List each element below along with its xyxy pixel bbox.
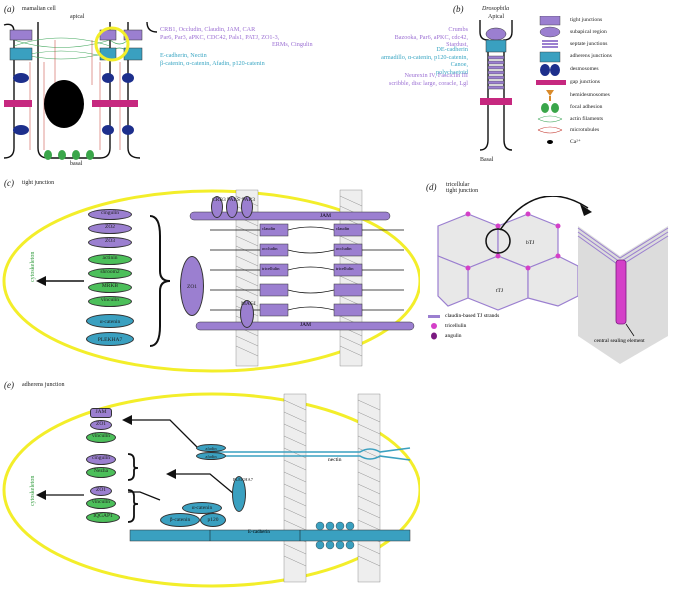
panel-e-cytoskeleton: cytoskeleton xyxy=(30,475,36,506)
nectin-label: nectin xyxy=(328,457,342,463)
legend-desmosomes: desmosomes xyxy=(570,66,599,72)
e-oval-zo1: ZO1 xyxy=(90,420,112,430)
panel-b-apical: Apical xyxy=(488,14,504,20)
panel-b-basal: Basal xyxy=(480,157,494,163)
panel-c-title: tight junction xyxy=(22,180,55,186)
oval-plekha7: PLEKHA7 xyxy=(86,332,134,346)
legend-hemidesmosomes: hemidesmosomes xyxy=(570,92,610,98)
legend-microtubules: microtubules xyxy=(570,127,600,133)
basal-label: basal xyxy=(70,161,83,167)
oval-zo1: ZO1 xyxy=(180,256,204,316)
ttj-label: tTJ xyxy=(496,288,504,294)
legend-actin: actin filaments xyxy=(570,116,604,122)
panel-b-label: (b) xyxy=(453,4,464,14)
legend-adherens: adherens junctions xyxy=(570,53,612,59)
apical-label: apical xyxy=(70,14,85,20)
jam-top-label: JAM xyxy=(320,213,332,219)
legend-calcium: Ca²⁺ xyxy=(570,139,581,145)
oval-zo3: ZO3 xyxy=(88,237,132,248)
legend-septate: septate junctions xyxy=(570,41,608,47)
oval-par3: PAR3 xyxy=(241,196,255,218)
oval-mrkb: MRKB xyxy=(88,282,132,293)
oval-crb3: CRB3 xyxy=(211,196,226,218)
tricellular-junction-diagram xyxy=(428,196,669,364)
e-oval-iqgap1: IQGAP1 xyxy=(86,512,120,523)
oval-cingulin: cingulin xyxy=(88,209,132,220)
legend-symbols xyxy=(536,16,566,144)
oval-alpha-catenin: α-catenin xyxy=(86,314,134,328)
mammalian-cell-diagram xyxy=(3,21,158,160)
legend-claudin-strands: claudin-based TJ strands xyxy=(445,313,500,319)
oval-shroom2: shroom2 xyxy=(88,268,132,279)
afadin-2: afadin xyxy=(196,452,226,460)
e-oval-jam: JAM xyxy=(90,408,112,418)
e-oval-vinculin-b: vinculin xyxy=(86,498,116,509)
beta-catenin-oval: β-catenin xyxy=(160,513,200,527)
panel-a-label: (a) xyxy=(4,4,15,14)
plekha7-oval: PLEKHA7 xyxy=(232,476,253,512)
p120-oval: p120 xyxy=(200,513,226,527)
oval-vinculin: vinculin xyxy=(88,296,132,307)
panel-d-label: (d) xyxy=(426,182,437,192)
afadin-1: afadin xyxy=(196,444,226,452)
e-cadherin-label: E-cadherin xyxy=(248,530,270,535)
panel-e-title: adherens junction xyxy=(22,382,65,388)
panel-b-title: Drosophila xyxy=(482,6,510,12)
e-oval-zo1-b: ZO1 xyxy=(90,486,112,496)
alpha-catenin-oval: α-catenin xyxy=(182,502,222,514)
legend-gap: gap junctions xyxy=(570,79,600,85)
btj-label: bTJ xyxy=(526,240,535,246)
legend-tricellulin: tricellulin xyxy=(445,323,467,329)
panel-c-label: (c) xyxy=(4,178,14,188)
oval-zo2: ZO2 xyxy=(88,223,132,234)
drosophila-cell-diagram xyxy=(479,20,513,151)
central-sealing-label: central sealing element xyxy=(594,338,645,344)
panel-e-label: (e) xyxy=(4,380,14,390)
legend-subapical: subapical region xyxy=(570,29,607,35)
oval-magi: MAGI xyxy=(240,300,256,328)
legend-focal-adhesion: focal adhesion xyxy=(570,104,603,110)
e-oval-cingulin: cingulin xyxy=(86,454,116,465)
oval-pals: PALS xyxy=(226,196,240,218)
legend-tight-junctions: tight junctions xyxy=(570,17,603,23)
e-oval-nezha: Nezha xyxy=(86,467,116,478)
oval-actinin: actinin xyxy=(88,254,132,265)
panel-c-cytoskeleton: cytoskeleton xyxy=(30,251,36,282)
panel-a-title: mamalian cell xyxy=(22,6,56,12)
legend-angulin: angulin xyxy=(445,333,462,339)
e-oval-vinculin: vinculin xyxy=(86,432,116,443)
tight-junction-diagram xyxy=(2,189,420,373)
adherens-junction-diagram xyxy=(2,392,420,588)
jam-bottom-label: JAM xyxy=(300,322,312,328)
